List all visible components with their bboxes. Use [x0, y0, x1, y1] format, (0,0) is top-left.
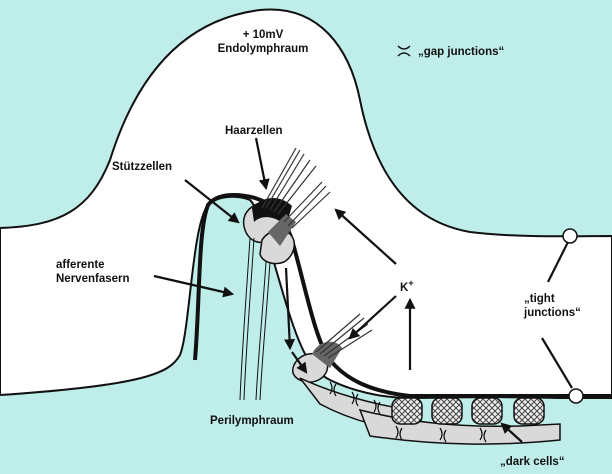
arrows — [153, 137, 573, 443]
arrow-cell-down — [284, 267, 296, 351]
potassium-label: K+ — [400, 278, 414, 294]
hair-cells-label: Haarzellen — [225, 125, 283, 137]
arrow-nervenfasern — [153, 274, 235, 298]
stereocilia-upper — [261, 147, 331, 229]
tight-junction-upper — [562, 228, 578, 244]
tight-junctions-label-line2: junctions“ — [524, 307, 581, 319]
tight-pointer-upper — [547, 241, 569, 283]
perilymph-label: Perilymphraum — [210, 415, 294, 427]
gap-junction-icon — [397, 45, 411, 57]
dark-cells — [391, 397, 545, 425]
arrow-cell-right — [291, 351, 308, 374]
hair-cell-cluster — [242, 197, 296, 265]
arrow-k-up-left — [334, 208, 397, 265]
endolymph-space — [0, 8, 612, 400]
supporting-cells-label: Stützzellen — [112, 161, 173, 173]
arrow-haarzellen — [254, 137, 270, 191]
arrow-stuetzzellen — [184, 179, 240, 224]
afferent-nerve-fibers — [239, 237, 271, 401]
tight-junction-lower — [568, 388, 584, 404]
arrow-k-down-left — [348, 295, 397, 340]
afferent-label-line1: afferente — [56, 259, 105, 271]
potential-label: + 10mV — [242, 29, 284, 41]
gap-junctions-label: „gap junctions“ — [418, 46, 505, 58]
arrow-dark-cells — [500, 422, 523, 443]
endolymph-label: Endolymphraum — [217, 43, 309, 55]
tight-pointer-lower — [541, 337, 573, 389]
afferent-label-line2: Nervenfasern — [56, 273, 130, 285]
tight-junctions-label-line1: „tight — [524, 293, 555, 305]
dark-cells-label: „dark cells“ — [500, 456, 565, 468]
